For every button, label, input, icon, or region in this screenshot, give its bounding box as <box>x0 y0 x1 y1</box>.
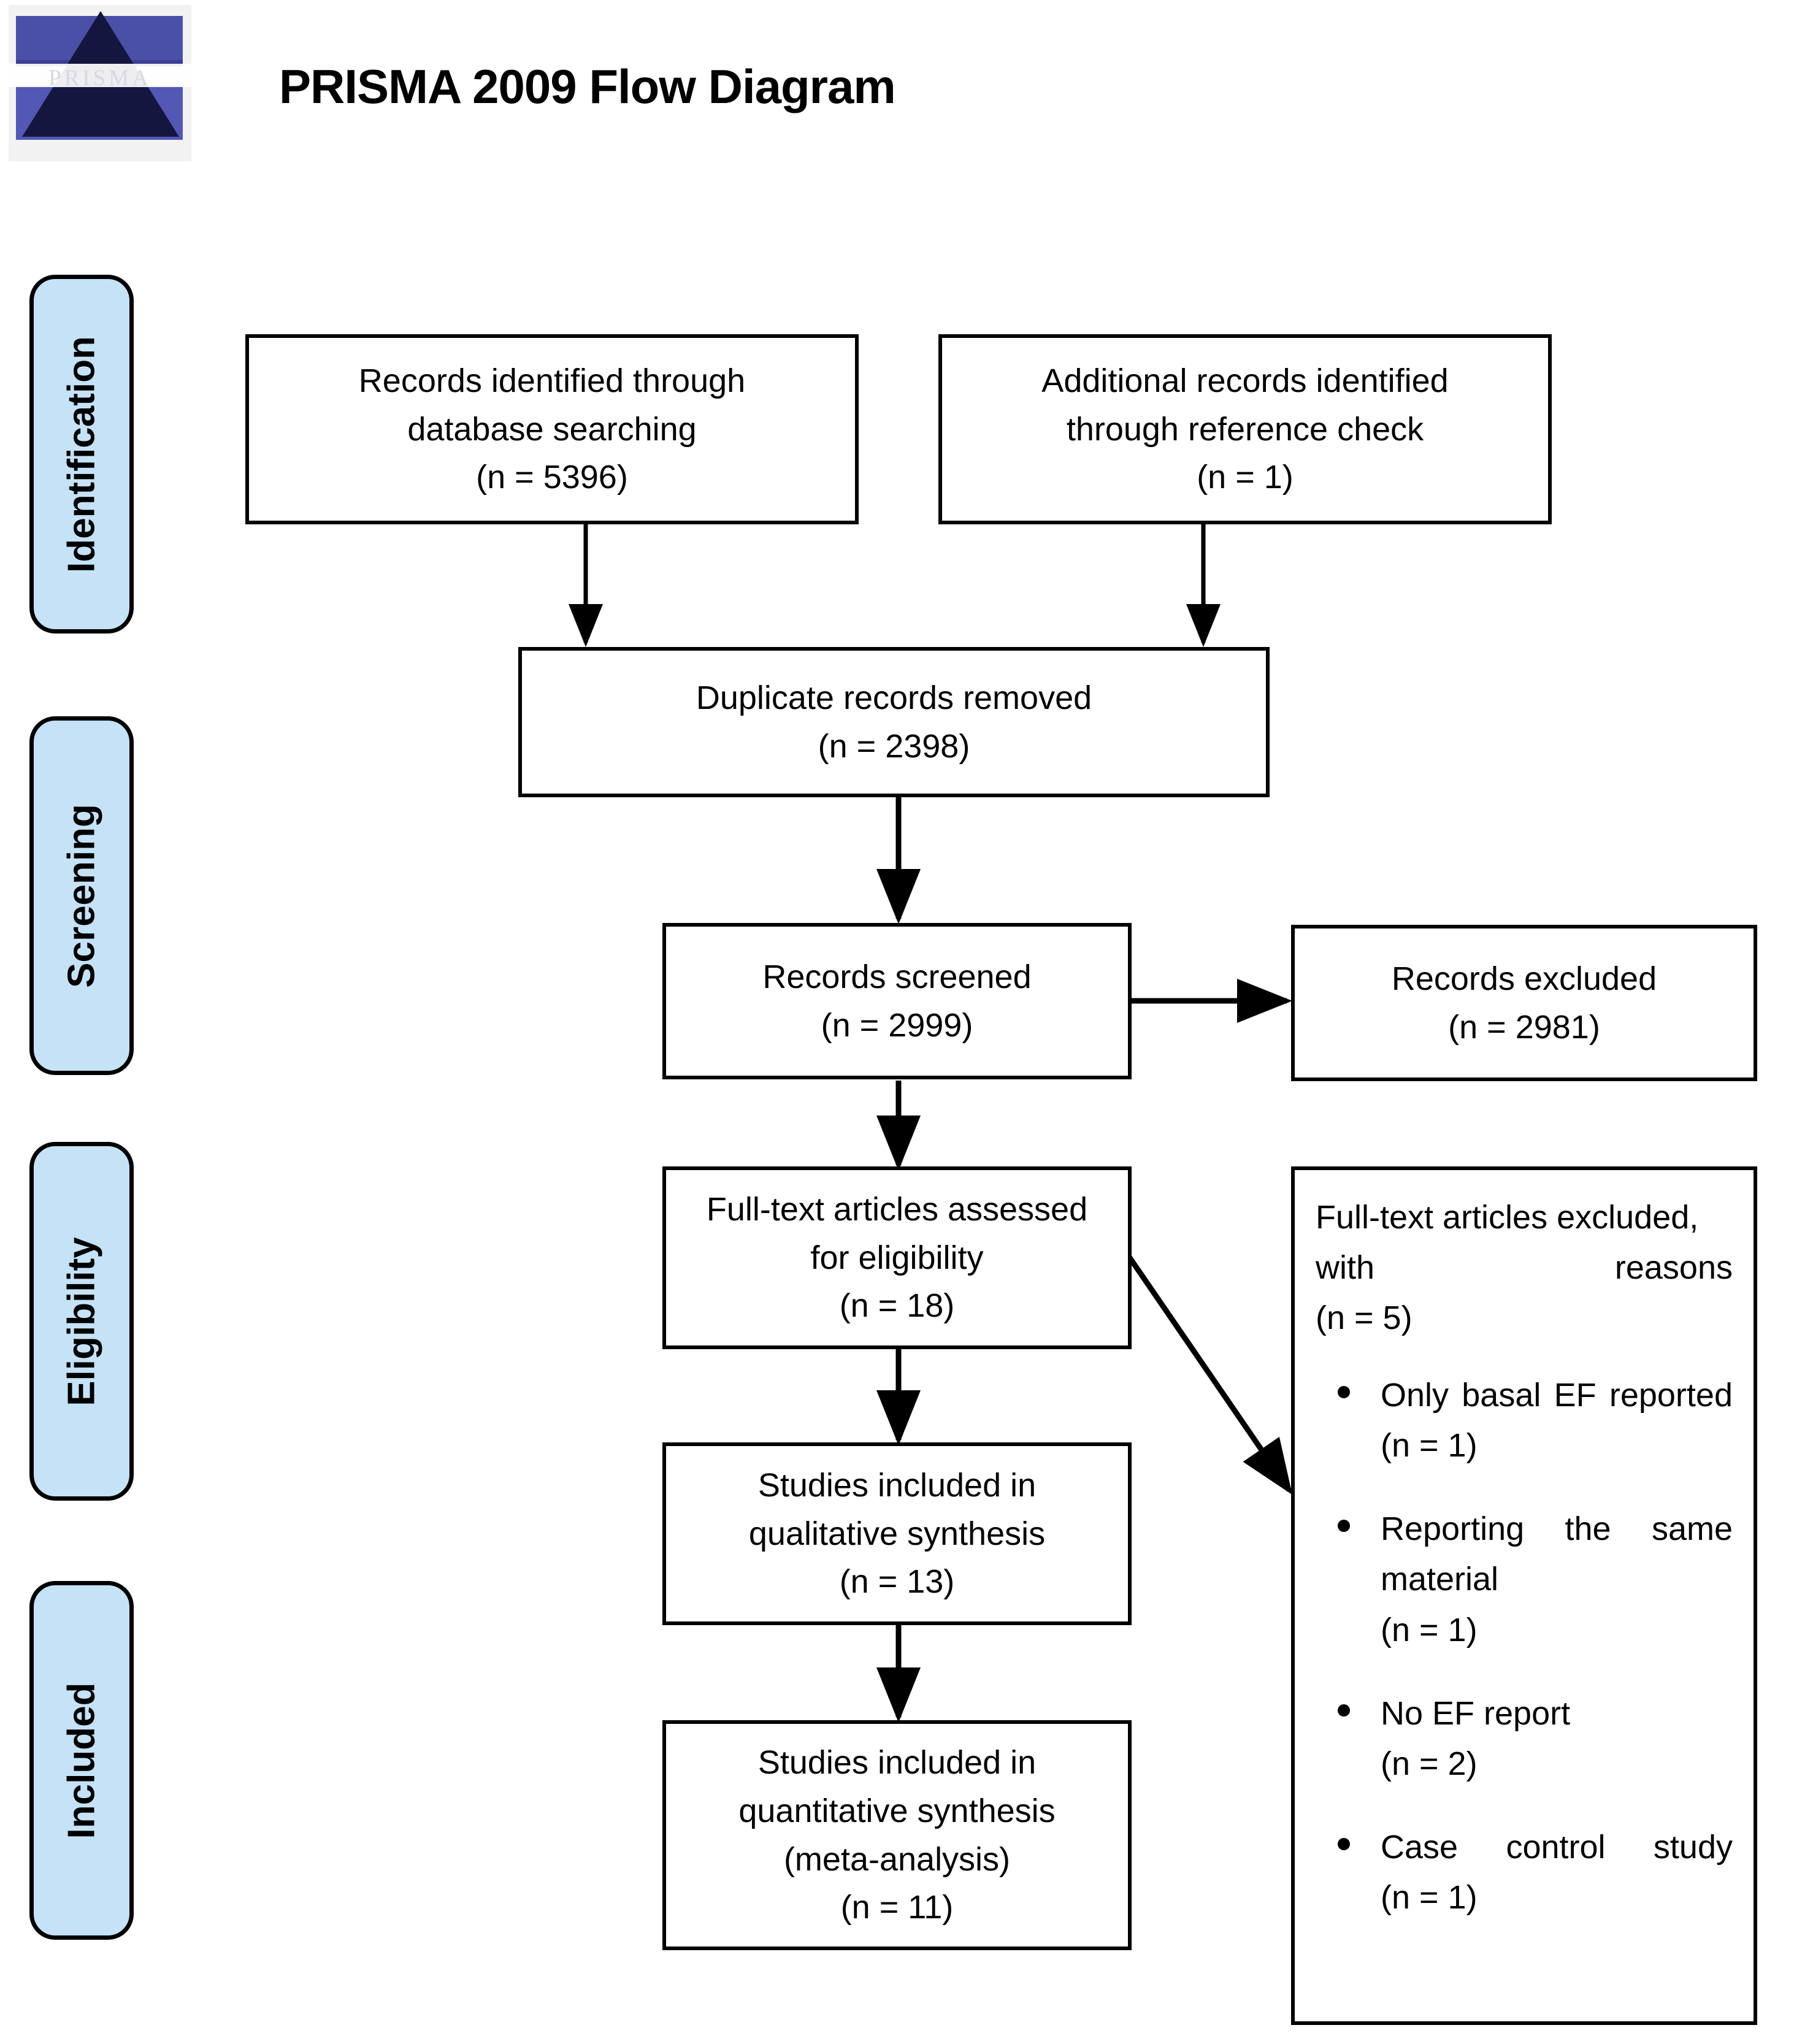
box-fulltext-articles-excluded: Full-text articles excluded, with reason… <box>1291 1166 1757 2025</box>
stage-label-included: Included <box>60 1682 103 1839</box>
box-line: Full-text articles assessed <box>706 1190 1088 1228</box>
box-line: Studies included in <box>757 1744 1037 1781</box>
box-count: (n = 2398) <box>818 727 970 765</box>
box-records-identified-database: Records identified through database sear… <box>245 334 859 524</box>
box-count: (n = 13) <box>839 1563 955 1601</box>
list-item: Case control study (n = 1) <box>1338 1822 1733 1923</box>
reason-count: (n = 2) <box>1381 1745 1478 1782</box>
stage-pill-eligibility: Eligibility <box>29 1142 134 1501</box>
prisma-logo: PRISMA <box>9 5 191 161</box>
stage-label-screening: Screening <box>60 803 103 988</box>
reason-label: Case control study <box>1381 1828 1733 1866</box>
box-line: Studies included in <box>757 1466 1037 1504</box>
reason-label: Reporting the same material <box>1381 1510 1733 1598</box>
stage-label-identification: Identification <box>60 335 103 573</box>
reason-label: No EF report <box>1381 1694 1571 1732</box>
box-line: Records identified through <box>358 362 746 399</box>
box-line: quantitative synthesis <box>738 1792 1056 1829</box>
box-additional-records-reference: Additional records identified through re… <box>938 334 1552 524</box>
logo-white-stripe <box>9 64 191 87</box>
box-line: (meta-analysis) <box>783 1840 1011 1878</box>
list-item: Only basal EF reported (n = 1) <box>1338 1370 1733 1471</box>
stage-pill-screening: Screening <box>29 716 134 1075</box>
exclusion-title-line1: Full-text articles excluded, <box>1316 1199 1699 1236</box>
box-count: (n = 18) <box>839 1287 955 1325</box>
box-line: Records screened <box>762 958 1032 995</box>
box-quantitative-synthesis: Studies included in quantitative synthes… <box>662 1720 1132 1950</box>
bullet-icon <box>1338 1386 1350 1399</box>
bullet-icon <box>1338 1837 1350 1850</box>
stage-pill-identification: Identification <box>29 275 134 633</box>
list-item: No EF report (n = 2) <box>1338 1688 1733 1789</box>
box-duplicate-records-removed: Duplicate records removed (n = 2398) <box>518 647 1270 797</box>
reason-count: (n = 1) <box>1381 1878 1478 1916</box>
box-records-screened: Records screened (n = 2999) <box>662 923 1132 1079</box>
box-count: (n = 2981) <box>1448 1008 1600 1046</box>
box-fulltext-articles-assessed: Full-text articles assessed for eligibil… <box>662 1166 1132 1349</box>
box-line: for eligibility <box>810 1239 984 1276</box>
box-line: Records excluded <box>1391 960 1657 997</box>
reason-count: (n = 1) <box>1381 1427 1478 1464</box>
box-line: Duplicate records removed <box>696 679 1092 716</box>
box-qualitative-synthesis: Studies included in qualitative synthesi… <box>662 1442 1132 1625</box>
box-count: (n = 1) <box>1197 459 1294 496</box>
exclusion-count: (n = 5) <box>1316 1300 1413 1337</box>
reason-label: Only basal EF reported <box>1381 1377 1733 1414</box>
box-line: Additional records identified <box>1041 362 1449 399</box>
list-item: Reporting the same material (n = 1) <box>1338 1504 1733 1655</box>
box-line: through reference check <box>1066 410 1424 448</box>
page-title: PRISMA 2009 Flow Diagram <box>279 59 896 113</box>
bullet-icon <box>1338 1520 1350 1533</box>
box-count: (n = 5396) <box>476 459 628 496</box>
box-count: (n = 2999) <box>821 1006 973 1044</box>
logo-wordmark: PRISMA <box>48 66 151 91</box>
exclusion-reason-list: Only basal EF reported (n = 1) Reporting… <box>1316 1370 1733 1923</box>
bullet-icon <box>1338 1704 1350 1717</box>
box-count: (n = 11) <box>840 1889 954 1926</box>
box-line: database searching <box>407 410 697 448</box>
reason-count: (n = 1) <box>1381 1611 1478 1648</box>
exclusion-title-line2: with reasons <box>1316 1249 1733 1287</box>
stage-pill-included: Included <box>29 1581 134 1940</box>
box-line: qualitative synthesis <box>748 1515 1046 1552</box>
box-records-excluded: Records excluded (n = 2981) <box>1291 925 1757 1081</box>
stage-label-eligibility: Eligibility <box>60 1236 103 1406</box>
